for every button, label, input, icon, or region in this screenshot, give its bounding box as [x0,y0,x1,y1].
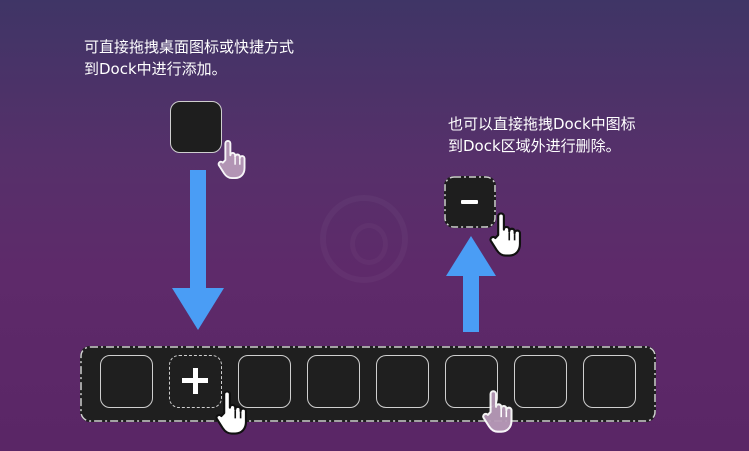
dock-slot[interactable] [583,355,636,408]
dock-slot[interactable] [514,355,567,408]
remove-icon-tile[interactable] [444,176,496,228]
dock-slot[interactable] [238,355,291,408]
instruction-add-line1: 可直接拖拽桌面图标或快捷方式 [84,38,295,56]
plus-icon-vertical [192,368,198,394]
hand-cursor-icon [489,212,522,257]
instruction-add-text: 可直接拖拽桌面图标或快捷方式 到Dock中进行添加。 [84,36,294,80]
instruction-remove-line2: 到Dock区域外进行删除。 [448,137,621,155]
dock-bar[interactable] [80,346,656,422]
arrow-up-icon [446,236,496,332]
watermark-logo [320,195,408,283]
instruction-remove-line1: 也可以直接拖拽Dock中图标 [448,115,636,133]
dock-slot-add[interactable] [169,355,222,408]
instruction-remove-text: 也可以直接拖拽Dock中图标 到Dock区域外进行删除。 [448,113,636,157]
arrow-down-icon [172,170,224,330]
minus-icon [461,200,478,204]
dock-slot[interactable] [376,355,429,408]
hand-cursor-icon [217,140,246,180]
desktop-icon[interactable] [170,101,222,153]
instruction-add-line2: 到Dock中进行添加。 [84,60,227,78]
dock-slot[interactable] [307,355,360,408]
dock-slot[interactable] [445,355,498,408]
dock-slot[interactable] [100,355,153,408]
hand-cursor-icon [215,390,248,435]
hand-cursor-icon [482,390,513,433]
